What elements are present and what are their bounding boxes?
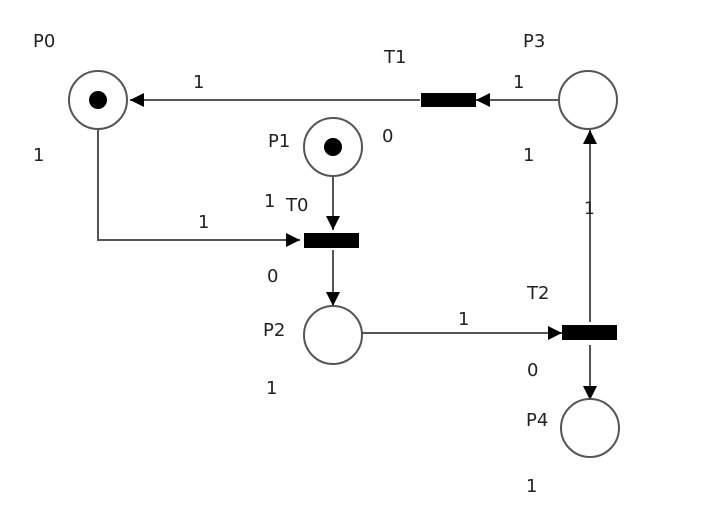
arc-p0-t0 (97, 130, 300, 247)
transition-label-t1: T1 (384, 47, 407, 68)
place-p4[interactable] (560, 398, 620, 458)
transition-t0[interactable] (304, 233, 359, 248)
place-p0[interactable] (68, 70, 128, 130)
token-icon (89, 91, 107, 109)
arc-weight-t1-p0: 1 (193, 72, 205, 93)
place-value-p2: 1 (266, 378, 278, 399)
transition-value-t0: 0 (267, 266, 279, 287)
place-label-p3: P3 (523, 31, 546, 52)
transition-label-t2: T2 (527, 283, 550, 304)
place-value-p1: 0 (382, 126, 394, 147)
transition-t2[interactable] (562, 325, 617, 340)
transition-value-t2: 0 (527, 360, 539, 381)
arc-weight-p3-t1: 1 (513, 72, 525, 93)
place-p2[interactable] (303, 305, 363, 365)
place-value-p3: 1 (523, 145, 535, 166)
place-value-p0: 1 (33, 145, 45, 166)
place-label-p4: P4 (526, 410, 549, 431)
arc-weight-p0-t0: 1 (198, 212, 210, 233)
place-p1[interactable] (303, 117, 363, 177)
arc-weight-p1-t0: 1 (264, 191, 276, 212)
token-icon (324, 138, 342, 156)
place-label-p0: P0 (33, 31, 56, 52)
transition-t1[interactable] (421, 93, 476, 107)
place-p3[interactable] (558, 70, 618, 130)
arc-weight-t2-p3: 1 (584, 199, 595, 219)
transition-label-t0: T0 (286, 195, 309, 216)
place-label-p1: P1 (268, 131, 291, 152)
place-label-p2: P2 (263, 320, 286, 341)
arc-weight-p2-t2: 1 (458, 309, 470, 330)
place-value-p4: 1 (526, 476, 538, 497)
